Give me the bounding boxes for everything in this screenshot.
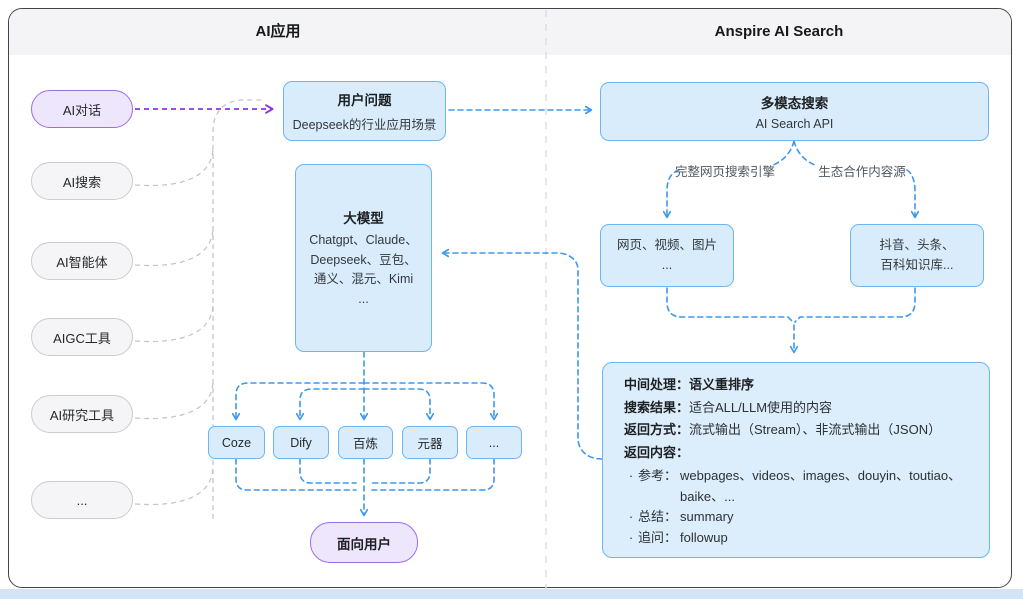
pill-ai-search-label: AI搜索 xyxy=(62,174,102,190)
result-row-search-result: 搜索结果：适合ALL/LLM使用的内容 xyxy=(624,397,977,420)
result-row-return-mode-label: 返回方式： xyxy=(624,422,690,437)
platform-coze[interactable]: Coze xyxy=(208,426,265,459)
branch-label-eco-partners: 生态合作内容源 xyxy=(818,165,906,179)
section-title-ai-apps: AI应用 xyxy=(255,23,301,40)
platform-dify-label: Dify xyxy=(290,435,312,450)
result-row-return-content-label: 返回内容： xyxy=(624,444,690,460)
result-row-return-mode: 返回方式：流式输出（Stream）、非流式输出（JSON） xyxy=(624,419,977,442)
multimodal-search-subtitle: AI Search API xyxy=(755,117,834,131)
result-bullet-summary-label: 总结： xyxy=(638,509,678,524)
result-bullet-summary-value: summary xyxy=(680,509,734,524)
result-row-search-result-label: 搜索结果： xyxy=(624,399,690,415)
pill-more-label: ... xyxy=(76,492,88,508)
bullet-marker: · xyxy=(628,529,634,545)
result-box[interactable]: 中间处理：语义重排序 搜索结果：适合ALL/LLM使用的内容 返回方式：流式输出… xyxy=(602,362,990,558)
result-bullet-reference-line-1: webpages、videos、images、douyin、toutiao、 xyxy=(680,468,962,483)
result-bullet-list: · 参考： webpages、videos、images、douyin、tout… xyxy=(624,466,977,548)
eco-sources-line-2: 百科知识库... xyxy=(880,257,954,272)
result-row-return-mode-value: 流式输出（Stream）、非流式输出（JSON） xyxy=(689,422,942,437)
eco-sources-line-1: 抖音、头条、 xyxy=(879,238,955,252)
pill-ai-chat-label: AI对话 xyxy=(62,102,102,118)
bullet-marker: · xyxy=(628,468,634,483)
result-row-processing: 中间处理：语义重排序 xyxy=(624,374,977,397)
result-row-search-result-value: 适合ALL/LLM使用的内容 xyxy=(689,399,833,415)
page-bottom-strip xyxy=(0,589,1023,599)
llm-line-4: ... xyxy=(358,291,369,306)
llm-line-3: 通义、混元、Kimi xyxy=(313,272,414,286)
result-bullet-summary: · 总结： summary xyxy=(624,507,977,528)
web-sources-line-1: 网页、视频、图片 xyxy=(616,238,717,252)
result-row-processing-label: 中间处理： xyxy=(624,377,690,392)
platform-coze-label: Coze xyxy=(221,435,252,450)
multimodal-search-node[interactable]: 多模态搜索 AI Search API xyxy=(600,82,989,141)
result-bullet-reference-label: 参考： xyxy=(638,468,678,483)
platform-more-label: ... xyxy=(488,435,500,450)
pill-ai-chat[interactable]: AI对话 xyxy=(31,90,133,128)
pill-ai-agent[interactable]: AI智能体 xyxy=(31,242,133,280)
pill-ai-research-tools-label: AI研究工具 xyxy=(49,407,115,423)
pill-more[interactable]: ... xyxy=(31,481,133,519)
platform-yuanqi[interactable]: 元器 xyxy=(402,426,458,459)
platform-yuanqi-label: 元器 xyxy=(417,437,443,451)
platform-dify[interactable]: Dify xyxy=(273,426,329,459)
user-question-node[interactable]: 用户问题 Deepseek的行业应用场景 xyxy=(283,81,446,141)
result-bullet-followup: · 追问： followup xyxy=(624,528,977,549)
result-bullet-reference-line-2: baike、... xyxy=(680,488,735,504)
platform-bailian-label: 百炼 xyxy=(352,437,378,451)
result-bullet-reference: · 参考： webpages、videos、images、douyin、tout… xyxy=(624,466,977,507)
pill-ai-research-tools[interactable]: AI研究工具 xyxy=(31,395,133,433)
eco-sources-node[interactable]: 抖音、头条、 百科知识库... xyxy=(850,224,984,287)
pill-aigc-tools-label: AIGC工具 xyxy=(53,330,111,346)
result-bullet-reference-value: webpages、videos、images、douyin、toutiao、 ba… xyxy=(680,466,961,507)
platform-more[interactable]: ... xyxy=(466,426,522,459)
result-bullet-followup-value: followup xyxy=(680,529,728,545)
result-bullet-followup-label: 追问： xyxy=(638,529,678,545)
result-row-return-content: 返回内容： xyxy=(624,442,977,465)
section-header: AI应用 Anspire AI Search xyxy=(9,9,1011,55)
pill-ai-agent-label: AI智能体 xyxy=(56,254,108,270)
result-row-processing-value: 语义重排序 xyxy=(689,377,755,392)
bullet-marker: · xyxy=(628,509,634,524)
branch-label-web-engine: 完整网页搜索引擎 xyxy=(674,165,775,179)
user-question-subtitle: Deepseek的行业应用场景 xyxy=(292,118,437,132)
llm-line-1: Chatgpt、Claude、 xyxy=(309,233,418,247)
section-title-anspire-ai-search: Anspire AI Search xyxy=(714,23,844,40)
pill-ai-search[interactable]: AI搜索 xyxy=(31,162,133,200)
llm-line-2: Deepseek、豆包、 xyxy=(310,252,417,267)
web-sources-line-2: ... xyxy=(661,257,673,272)
to-user-node[interactable]: 面向用户 xyxy=(310,522,418,563)
multimodal-search-title: 多模态搜索 xyxy=(760,96,829,111)
to-user-label: 面向用户 xyxy=(337,536,391,552)
llm-node[interactable]: 大模型 Chatgpt、Claude、 Deepseek、豆包、 通义、混元、K… xyxy=(295,164,432,352)
user-question-title: 用户问题 xyxy=(337,93,392,108)
web-sources-node[interactable]: 网页、视频、图片 ... xyxy=(600,224,734,287)
platform-bailian[interactable]: 百炼 xyxy=(338,426,393,459)
llm-title: 大模型 xyxy=(343,211,384,226)
pill-aigc-tools[interactable]: AIGC工具 xyxy=(31,318,133,356)
